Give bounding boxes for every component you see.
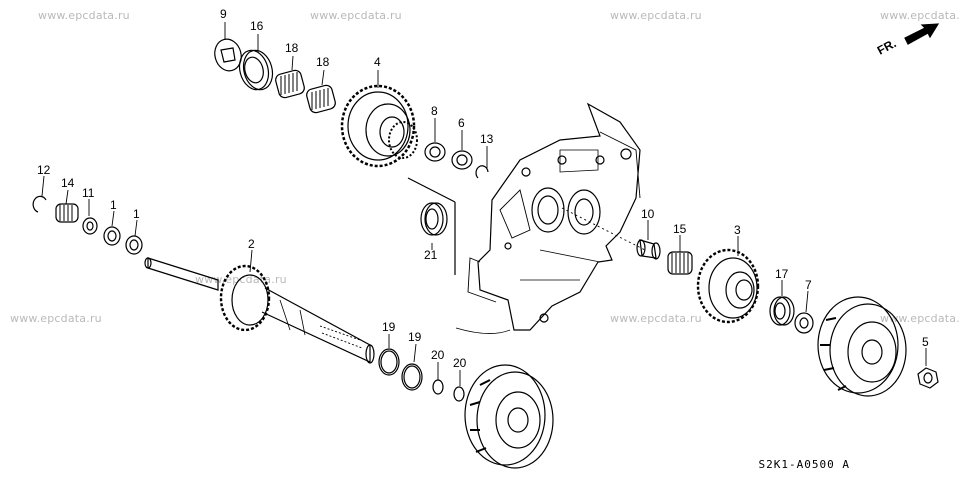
part-18b-needle-bearing[interactable] (305, 84, 336, 114)
part-19a-o-ring[interactable] (378, 348, 400, 376)
callout-7[interactable]: 7 (805, 278, 812, 292)
part-11-collar[interactable] (82, 217, 98, 235)
part-1b-bearing[interactable] (125, 235, 143, 255)
part-8-washer[interactable] (424, 142, 446, 162)
part-5-nut[interactable] (917, 367, 939, 389)
part-9-plate[interactable] (211, 36, 244, 74)
part-14-needle-bearing[interactable] (55, 203, 79, 223)
watermark: www.epcdata.ru (610, 312, 702, 325)
callout-10[interactable]: 10 (641, 207, 655, 221)
part-10-collar[interactable] (636, 239, 661, 260)
callout-19[interactable]: 19 (408, 330, 422, 344)
callout-19[interactable]: 19 (382, 320, 396, 334)
part-19b-o-ring[interactable] (401, 363, 423, 391)
callout-4[interactable]: 4 (374, 55, 381, 69)
watermark: www.epcdata.ru (10, 312, 102, 325)
callout-14[interactable]: 14 (61, 176, 75, 190)
callout-1[interactable]: 1 (110, 198, 117, 212)
part-15-needle-bearing[interactable] (667, 251, 693, 275)
part-20b-o-ring[interactable] (453, 386, 465, 402)
callout-17[interactable]: 17 (775, 267, 789, 281)
leader-lines (41, 22, 927, 386)
part-3-gear[interactable] (696, 248, 760, 324)
callout-3[interactable]: 3 (734, 223, 741, 237)
callout-11[interactable]: 11 (82, 186, 95, 200)
clutch-drum-lower (464, 364, 554, 469)
part-18a-needle-bearing[interactable] (274, 69, 305, 99)
callout-18[interactable]: 18 (285, 41, 299, 55)
callout-8[interactable]: 8 (431, 104, 438, 118)
part-16-bearing[interactable] (235, 47, 276, 93)
part-13-snap-ring[interactable] (475, 165, 489, 179)
callout-9[interactable]: 9 (220, 7, 227, 21)
front-direction-arrow: FR. (875, 23, 940, 58)
callout-20[interactable]: 20 (431, 348, 445, 362)
transmission-case (455, 102, 641, 334)
part-2-mainshaft[interactable] (144, 257, 375, 364)
watermark: www.epcdata.ru (610, 9, 702, 22)
callout-13[interactable]: 13 (480, 132, 494, 146)
part-17-bearing[interactable] (769, 296, 795, 326)
watermark: www.epcdata.ru (38, 9, 130, 22)
callout-5[interactable]: 5 (922, 335, 929, 349)
part-4-gear[interactable] (340, 84, 418, 168)
part-21-oil-seal[interactable] (420, 202, 448, 236)
callout-1[interactable]: 1 (133, 207, 140, 221)
callout-15[interactable]: 15 (673, 222, 687, 236)
part-6-washer[interactable] (451, 150, 473, 170)
part-1a-bearing[interactable] (103, 226, 121, 246)
part-12-snap-ring[interactable] (32, 195, 47, 213)
callout-21[interactable]: 21 (424, 248, 438, 262)
diagram-code: S2K1-A0500 A (758, 458, 850, 471)
watermark: www.epcdata.ru (880, 312, 960, 325)
bracket-line (407, 177, 456, 275)
watermark: www.epcdata.ru (310, 9, 402, 22)
direction-label: FR. (875, 36, 899, 57)
callout-16[interactable]: 16 (250, 19, 264, 33)
callout-6[interactable]: 6 (458, 116, 465, 130)
callout-18[interactable]: 18 (316, 55, 330, 69)
clutch-drum-right (817, 296, 907, 397)
watermark: www.epcdata.ru (880, 9, 960, 22)
callout-20[interactable]: 20 (453, 356, 467, 370)
callout-12[interactable]: 12 (37, 163, 51, 177)
part-20a-o-ring[interactable] (432, 379, 444, 395)
callout-2[interactable]: 2 (248, 237, 255, 251)
part-7-washer[interactable] (794, 312, 814, 334)
